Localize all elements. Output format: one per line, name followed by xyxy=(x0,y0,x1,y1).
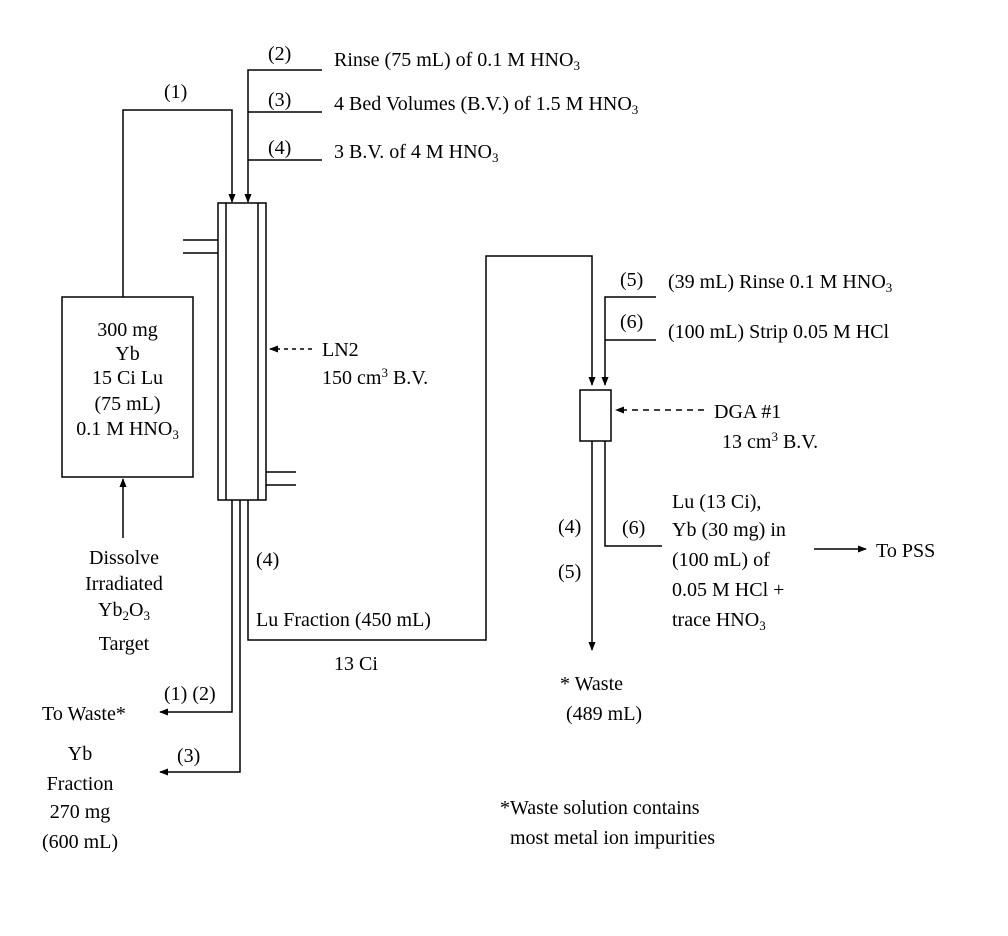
lu-step-4-label: (4) xyxy=(256,549,280,571)
dga-strip-label: (100 mL) Strip 0.05 M HCl xyxy=(668,321,890,343)
footnote-line-1: *Waste solution contains xyxy=(500,797,700,819)
lu-outlet-to-dga xyxy=(247,255,596,641)
yb-step-label: (3) xyxy=(177,745,201,767)
yb-fraction-line-2: Fraction xyxy=(46,773,114,795)
dga-step-6-label: (6) xyxy=(620,311,644,333)
dga-waste-label: * Waste xyxy=(560,673,624,695)
dga-waste-step-5-label: (5) xyxy=(558,561,582,583)
feed-line-5: 0.1 M HNO3 xyxy=(76,418,179,442)
dissolve-line-3: Yb2O3 xyxy=(98,599,150,623)
feed-line-4: (75 mL) xyxy=(94,393,161,415)
yb-outlet xyxy=(159,500,241,776)
dga-column xyxy=(579,389,612,442)
product-line-1: Lu (13 Ci), xyxy=(672,491,762,513)
product-line-5: trace HNO3 xyxy=(672,609,766,633)
to-pss-label: To PSS xyxy=(876,540,936,562)
product-line-3: (100 mL) of xyxy=(672,549,770,571)
yb-fraction-line-1: Yb xyxy=(67,743,93,765)
ln2-label: LN2 xyxy=(322,339,359,361)
dissolve-line-4: Target xyxy=(98,633,150,655)
dga-rinse-label: (39 mL) Rinse 0.1 M HNO3 xyxy=(668,271,893,295)
feed-line-2: Yb xyxy=(115,343,140,365)
feed-line-1: 300 mg xyxy=(97,319,158,341)
dissolve-line-1: Dissolve xyxy=(89,547,159,569)
feed-line-3: 15 Ci Lu xyxy=(91,367,164,389)
product-line-4: 0.05 M HCl + xyxy=(672,579,785,601)
product-line-2: Yb (30 mg) in xyxy=(672,519,786,541)
step-1-label: (1) xyxy=(164,81,188,103)
reagent-line-5 xyxy=(601,296,656,386)
dga-product-step-label: (6) xyxy=(622,517,646,539)
step-3-label: (3) xyxy=(268,89,292,111)
strip-reagent-label: 3 B.V. of 4 M HNO3 xyxy=(334,141,499,165)
dga-waste-volume: (489 mL) xyxy=(566,703,643,725)
waste-outlet xyxy=(159,500,233,716)
ln2-column-jacket xyxy=(217,202,267,501)
dga-volume: 13 cm3 B.V. xyxy=(722,429,819,453)
yb-fraction-line-3: 270 mg xyxy=(49,801,111,823)
lu-activity-label: 13 Ci xyxy=(334,653,378,675)
dga-step-5-label: (5) xyxy=(620,269,644,291)
feed-line xyxy=(122,109,236,297)
ln2-volume: 150 cm3 B.V. xyxy=(322,365,429,389)
dissolve-line-2: Irradiated xyxy=(85,573,163,595)
reagent-line-2 xyxy=(244,69,322,203)
to-waste-label: To Waste* xyxy=(42,703,126,725)
footnote-line-2: most metal ion impurities xyxy=(510,827,715,849)
step-2-label: (2) xyxy=(268,43,292,65)
dga-waste-step-4-label: (4) xyxy=(558,516,582,538)
lu-fraction-label: Lu Fraction (450 mL) xyxy=(256,609,431,631)
dga-column-label: DGA #1 xyxy=(714,401,782,423)
waste-steps-label: (1) (2) xyxy=(164,683,216,705)
dga-product-outlet xyxy=(604,441,662,547)
feed-box xyxy=(61,296,194,478)
rinse-reagent-label: Rinse (75 mL) of 0.1 M HNO3 xyxy=(334,49,580,73)
bed-volumes-reagent-label: 4 Bed Volumes (B.V.) of 1.5 M HNO3 xyxy=(334,93,639,117)
step-4-label: (4) xyxy=(268,137,292,159)
yb-fraction-line-4: (600 mL) xyxy=(41,831,119,853)
